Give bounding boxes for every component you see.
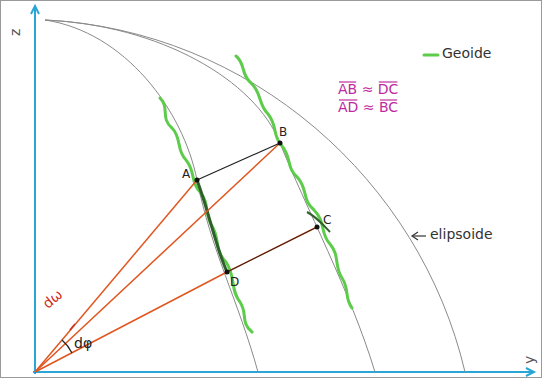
ray	[35, 272, 227, 372]
ellipsoid-arc	[45, 20, 258, 372]
arc-AD	[197, 180, 227, 272]
pointer-arrow-head	[412, 232, 418, 240]
angle-label: dω	[40, 287, 66, 312]
z-axis-head	[31, 6, 39, 14]
segment-AB	[197, 143, 280, 180]
point	[225, 270, 230, 275]
point-label: B	[279, 126, 287, 139]
geoid-curve	[236, 56, 352, 308]
y-axis-head	[526, 368, 534, 376]
pointer-arrow	[413, 235, 426, 236]
point-label: C	[323, 214, 331, 227]
angle-arc	[70, 324, 75, 330]
point-label: A	[182, 168, 190, 181]
y-axis	[33, 371, 534, 373]
point	[195, 178, 200, 183]
point	[278, 141, 283, 146]
legend-sample-line	[424, 54, 438, 57]
angle-label: dφ	[74, 336, 92, 351]
ellipsoid-arc	[45, 20, 465, 372]
ellipsoid-arc	[45, 20, 375, 372]
angle-arc	[62, 340, 72, 353]
ray	[35, 180, 197, 372]
segment-DC	[227, 227, 317, 272]
ellipsoid-label: elipsoide	[430, 227, 493, 242]
axis-label: y	[522, 356, 537, 364]
legend-text: Geoide	[442, 46, 491, 61]
point-label: D	[230, 276, 239, 289]
equality-note: AD ≈ BC	[338, 100, 398, 115]
axis-label: z	[8, 29, 23, 36]
ray	[227, 227, 317, 272]
z-axis	[34, 6, 36, 374]
geoid-curve	[160, 98, 252, 332]
ray	[35, 143, 280, 372]
equality-note: AB ≈ DC	[338, 82, 398, 97]
point	[315, 225, 320, 230]
